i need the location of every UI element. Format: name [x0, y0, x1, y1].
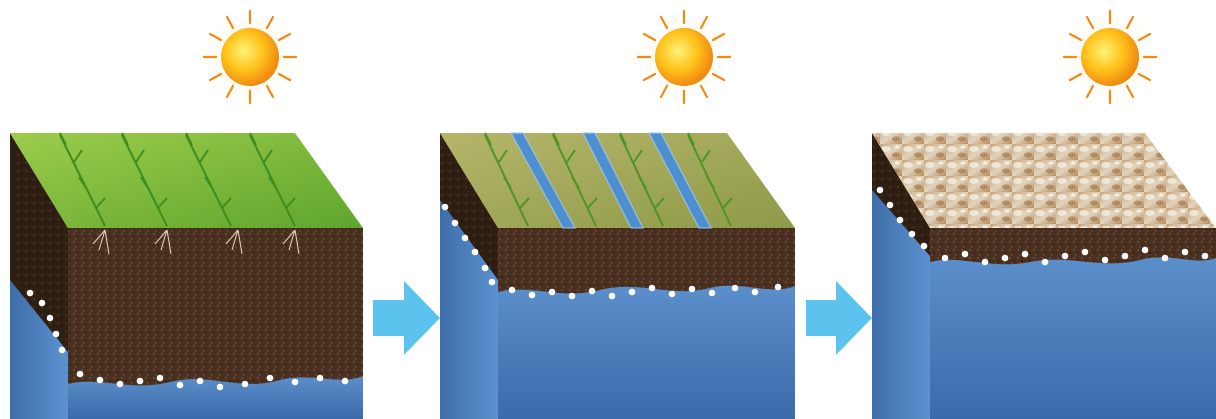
- salt-crust-top-face: [872, 133, 1216, 228]
- grass-top-face: [10, 133, 363, 228]
- crop-rows: [484, 132, 733, 227]
- sun-icon: [200, 7, 300, 107]
- arrow-right-icon: [373, 281, 440, 355]
- stage-2-panel: [440, 7, 795, 419]
- plant-roots: [92, 229, 300, 255]
- arrow-right-icon: [806, 281, 872, 355]
- water-side-face: [872, 190, 930, 419]
- water-side-face: [440, 200, 498, 419]
- sun-icon: [1060, 7, 1160, 107]
- salt-particles: [876, 186, 1209, 266]
- water-table: [498, 285, 795, 419]
- stage-1-panel: [10, 7, 363, 419]
- salt-particles: [26, 289, 349, 391]
- stage-3-panel: [872, 7, 1216, 419]
- water-side-face: [10, 280, 68, 419]
- sun-icon: [634, 7, 734, 107]
- irrigation-channels: [510, 132, 712, 229]
- salt-particles: [441, 203, 782, 300]
- water-table: [930, 257, 1216, 419]
- crop-rows: [59, 132, 296, 227]
- water-table: [68, 376, 363, 419]
